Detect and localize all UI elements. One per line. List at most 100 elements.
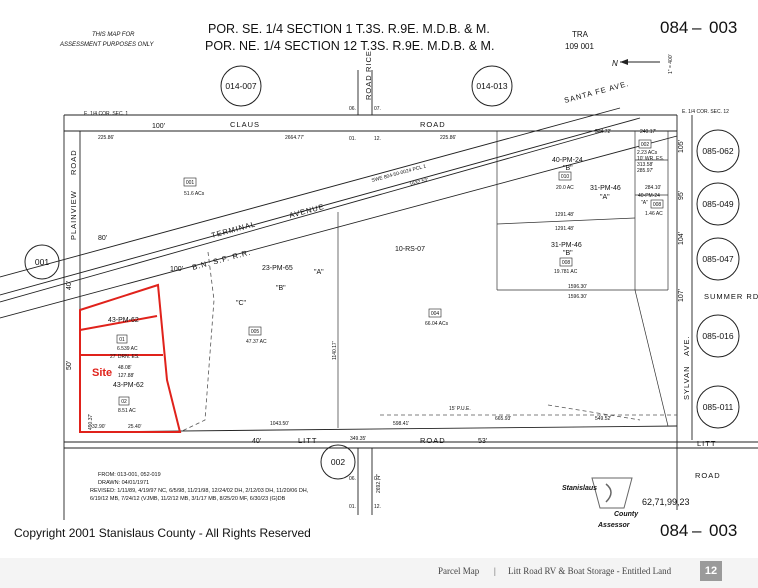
svg-text:Assessor: Assessor bbox=[597, 522, 631, 529]
svg-text:02: 02 bbox=[121, 399, 127, 405]
svg-text:225.86': 225.86' bbox=[98, 135, 114, 141]
assessor-seal: Stanislaus County Assessor bbox=[562, 477, 639, 529]
svg-text:"B": "B" bbox=[563, 165, 573, 172]
svg-text:40-PM-24: 40-PM-24 bbox=[638, 193, 660, 199]
width-sylvan-104: 104' bbox=[678, 232, 685, 245]
parcel-005: 005 47.37 AC bbox=[246, 326, 267, 345]
width-plainview-50: 50' bbox=[66, 361, 73, 370]
svg-text:Stanislaus: Stanislaus bbox=[562, 485, 597, 492]
corner-right: E. 1/4 COR. SEC. 12 bbox=[682, 109, 729, 115]
neighbor-map-085-016: 085-016 bbox=[696, 314, 740, 358]
svg-text:"A": "A" bbox=[641, 200, 648, 206]
assessment-note-2: ASSESSMENT PURPOSES ONLY bbox=[59, 42, 154, 48]
svg-text:1291.48': 1291.48' bbox=[555, 226, 574, 232]
svg-text:51.6 ACs: 51.6 ACs bbox=[184, 191, 205, 197]
width-bnsf: 100' bbox=[170, 266, 183, 273]
neighbor-map-085-062: 085-062 bbox=[696, 129, 740, 173]
terminal-label: TERMINAL bbox=[210, 219, 257, 240]
svg-text:1.46 AC: 1.46 AC bbox=[645, 211, 663, 217]
svg-text:23-PM-65: 23-PM-65 bbox=[262, 265, 293, 272]
svg-text:1596.30': 1596.30' bbox=[568, 294, 587, 300]
rice-label: RICE bbox=[364, 50, 373, 72]
svg-text:48.08': 48.08' bbox=[118, 365, 132, 371]
svg-text:01: 01 bbox=[119, 337, 125, 343]
bottom-map-prefix: 084 bbox=[660, 521, 688, 540]
svg-text:2664.77': 2664.77' bbox=[285, 135, 304, 141]
svg-text:2.23 ACs: 2.23 ACs bbox=[637, 150, 658, 156]
svg-text:"A": "A" bbox=[600, 194, 610, 201]
santa-fe-label: SANTA FE AVE. bbox=[563, 79, 630, 105]
scale-label: 1" = 400' bbox=[668, 54, 674, 74]
width-sylvan-107: 107' bbox=[678, 289, 685, 302]
assessment-note-1: THIS MAP FOR bbox=[92, 32, 135, 38]
width-litt-53: 53' bbox=[478, 438, 487, 445]
parcel-01: 01 6.539 AC bbox=[116, 334, 138, 352]
avenue-label: AVENUE bbox=[288, 202, 325, 220]
tra-label: TRA bbox=[572, 30, 589, 39]
svg-text:001: 001 bbox=[35, 257, 49, 267]
parcel-002: 002 2.23 ACs bbox=[637, 139, 658, 156]
corner-left: E. 1/4 COR. SEC. 1 bbox=[84, 111, 128, 117]
parcel-004: 004 66.04 ACs bbox=[425, 308, 449, 327]
rice-road-label: ROAD bbox=[364, 74, 373, 100]
svg-text:010: 010 bbox=[561, 174, 570, 180]
svg-text:1140.17': 1140.17' bbox=[332, 341, 338, 360]
svg-text:10' WR. ES.: 10' WR. ES. bbox=[637, 156, 664, 162]
width-plainview-40: 40' bbox=[66, 281, 73, 290]
svg-text:6.539 AC: 6.539 AC bbox=[117, 346, 138, 352]
svg-text:"A": "A" bbox=[314, 269, 324, 276]
map-number-prefix: 084 bbox=[660, 18, 688, 37]
parcel-02: 02 8.51 AC bbox=[118, 396, 136, 414]
neighbor-map-085-011: 085-011 bbox=[696, 385, 740, 429]
litt-label: LITT bbox=[298, 436, 317, 445]
claus-label: CLAUS bbox=[230, 120, 260, 129]
svg-text:1291.48': 1291.48' bbox=[555, 212, 574, 218]
svg-text:085-047: 085-047 bbox=[702, 254, 733, 264]
svg-text:085-062: 085-062 bbox=[702, 146, 733, 156]
title-line-2: POR. NE. 1/4 SECTION 12 T.3S. R.9E. M.D.… bbox=[205, 39, 494, 53]
svg-text:001: 001 bbox=[186, 180, 195, 186]
svg-text:085-011: 085-011 bbox=[703, 402, 734, 412]
svg-text:225.86': 225.86' bbox=[440, 135, 456, 141]
svg-text:549.52': 549.52' bbox=[595, 416, 611, 422]
footer-title: Litt Road RV & Boat Storage - Entitled L… bbox=[508, 566, 672, 576]
neighbor-map-085-047: 085-047 bbox=[696, 237, 740, 281]
svg-text:12.: 12. bbox=[374, 504, 381, 510]
fue-note: 15' P.U.E. bbox=[449, 406, 471, 412]
svg-text:"C": "C" bbox=[236, 300, 247, 307]
svg-text:313.58': 313.58' bbox=[637, 162, 653, 168]
assessor-refs: 62,71,99,23 bbox=[642, 497, 690, 507]
svg-text:005: 005 bbox=[251, 329, 260, 335]
svg-text:1632.53': 1632.53' bbox=[409, 177, 429, 188]
neighbor-map-085-049: 085-049 bbox=[696, 182, 740, 226]
north-arrow-icon: N bbox=[612, 59, 660, 68]
note-revised-2: 6/19/12 MB, 7/24/12 (VJMB, 11/2/12 MB, 3… bbox=[90, 496, 286, 502]
summer-label: SUMMER RD. bbox=[704, 292, 758, 301]
site-outline bbox=[79, 283, 182, 433]
svg-text:31-PM-46: 31-PM-46 bbox=[551, 242, 582, 249]
svg-text:524.72': 524.72' bbox=[595, 129, 611, 135]
litt-right-label: LITT bbox=[697, 439, 716, 448]
svg-text:285.97': 285.97' bbox=[637, 168, 653, 174]
svg-text:06.: 06. bbox=[349, 476, 356, 482]
svg-text:N: N bbox=[612, 59, 618, 68]
svg-text:19.781 AC: 19.781 AC bbox=[554, 269, 578, 275]
footer-bar bbox=[0, 558, 758, 588]
parcel-lines bbox=[337, 131, 669, 428]
svg-text:01.: 01. bbox=[349, 136, 356, 142]
svg-text:349.35': 349.35' bbox=[350, 436, 366, 442]
note-from: FROM: 013-001, 052-019 bbox=[98, 472, 161, 478]
page-number: 12 bbox=[700, 561, 722, 581]
svg-text:66.04 ACs: 66.04 ACs bbox=[425, 321, 449, 327]
footer-sep: | bbox=[494, 566, 496, 576]
svg-text:008: 008 bbox=[562, 260, 571, 266]
svg-text:07.: 07. bbox=[374, 476, 381, 482]
svg-text:665.93': 665.93' bbox=[495, 416, 511, 422]
svg-text:County: County bbox=[614, 511, 639, 518]
svg-text:014-013: 014-013 bbox=[476, 81, 507, 91]
svg-text:07.: 07. bbox=[374, 106, 381, 112]
parcel-001: 001 51.6 ACs bbox=[183, 177, 205, 197]
road-right-label: ROAD bbox=[695, 471, 721, 480]
plainview-label: PLAINVIEW bbox=[69, 190, 78, 240]
